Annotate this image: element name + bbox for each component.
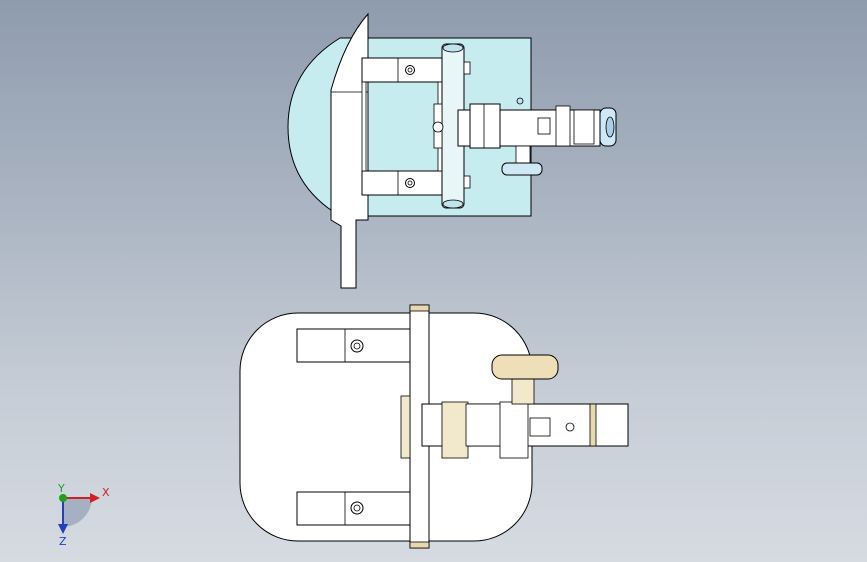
lower-arm — [361, 170, 443, 196]
y-axis-dot — [59, 494, 67, 502]
upper-arm — [361, 57, 443, 83]
z-axis-label: Z — [59, 535, 67, 548]
front-view[interactable] — [239, 304, 629, 549]
screw-icon — [405, 65, 415, 75]
screw-icon — [405, 178, 415, 188]
screw-icon — [350, 339, 364, 353]
coordinate-triad: X Y Z — [57, 482, 110, 548]
screw-icon — [350, 501, 364, 515]
y-axis-label: Y — [57, 482, 65, 495]
top-view[interactable] — [287, 12, 617, 289]
handle-knob — [491, 354, 559, 380]
blade — [330, 12, 369, 289]
x-axis-label: X — [102, 486, 110, 499]
handle-puck — [501, 162, 543, 176]
